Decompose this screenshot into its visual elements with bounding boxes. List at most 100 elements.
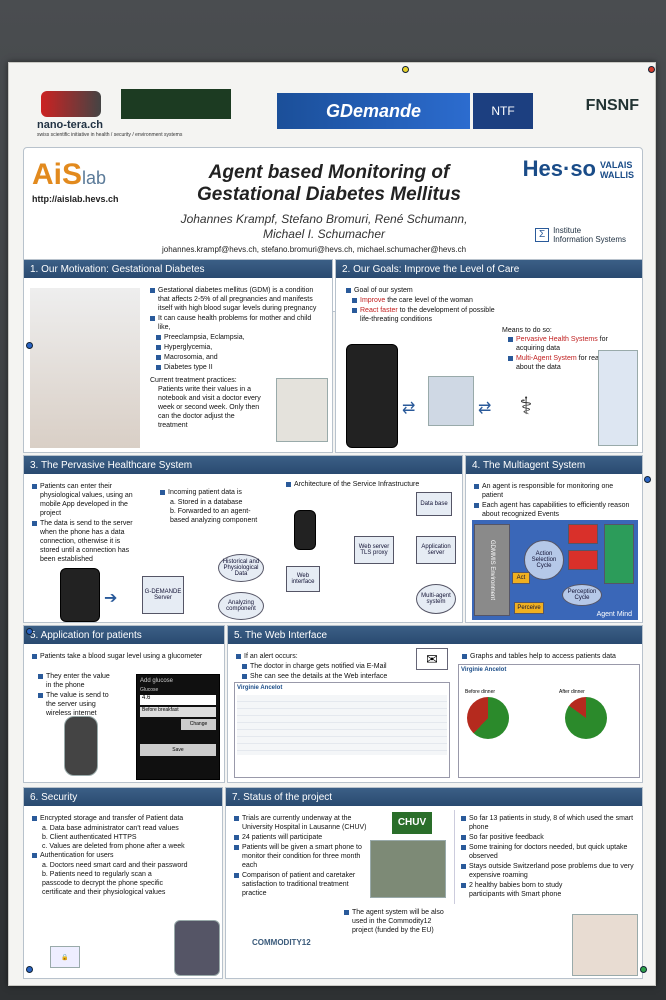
security-point-2b: b. Patients need to regularly scan a pas… xyxy=(42,871,166,896)
gdemande-title: GDemande xyxy=(277,93,470,129)
pervasive-point-1: Patients can enter their physiological v… xyxy=(32,482,140,518)
section-web: 5. The Web Interface If an alert occurs:… xyxy=(227,625,643,783)
sigma-icon: Σ xyxy=(535,228,550,242)
phone-scan-image xyxy=(174,920,220,976)
result-5: 2 healthy babies born to study participa… xyxy=(461,881,571,899)
act-label: Act xyxy=(512,572,530,584)
pie-after-label: After dinner xyxy=(559,689,585,695)
ntf-label: NTF xyxy=(473,93,533,129)
complication-2: Hyperglycemia, xyxy=(150,343,324,352)
goal-1: Improve the care level of the woman xyxy=(346,296,504,305)
section-multiagent-title: 4. The Multiagent System xyxy=(466,456,642,474)
motivation-point-1: Gestational diabetes mellitus (GDM) is a… xyxy=(150,286,324,313)
section-security-title: 6. Security xyxy=(24,788,222,806)
pervasive-point-3: Incoming patient data is xyxy=(160,488,268,497)
hesso-wallis: WALLIS xyxy=(600,170,634,181)
app-screenshot: Add glucose Glucose 4.6 Before breakfast… xyxy=(136,674,220,780)
goal-heading: Goal of our system xyxy=(346,286,504,295)
status-point-5: The agent system will be also used in th… xyxy=(344,908,444,935)
result-1: So far 13 patients in study, 8 of which … xyxy=(461,814,634,832)
ais-text: AiS xyxy=(32,158,83,191)
status-point-2: 24 patients will participate xyxy=(234,833,372,842)
alerts-screenshot: Virginie Ancelot xyxy=(234,682,450,778)
section-status: 7. Status of the project Trials are curr… xyxy=(225,787,643,979)
multiagent-point-2: Each agent has capabilities to efficient… xyxy=(474,501,636,519)
institute-line-1: Institute xyxy=(553,226,582,235)
web-point-1a: The doctor in charge gets notified via E… xyxy=(236,662,414,671)
hesso-text: Hes·so xyxy=(522,156,596,181)
status-point-1: Trials are currently underway at the Uni… xyxy=(234,814,372,832)
doctor-image xyxy=(598,350,638,446)
security-point-1c: c. Values are deleted from phone after a… xyxy=(42,843,185,850)
pin-icon xyxy=(648,66,655,73)
status-point-3: Patients will be given a smart phone to … xyxy=(234,843,372,870)
goal-1-highlight: Improve xyxy=(360,297,386,304)
alerts-table xyxy=(237,695,447,755)
security-point-2: Authentication for users xyxy=(32,851,216,860)
title-line-2: Gestational Diabetes Mellitus xyxy=(197,184,461,205)
gdemande-banner: GDemande NTF xyxy=(277,93,533,129)
security-point-1: Encrypted storage and transfer of Patien… xyxy=(32,814,216,823)
authors-line-1: Johannes Krampf, Stefano Bromuri, René S… xyxy=(180,212,468,226)
section-web-title: 5. The Web Interface xyxy=(228,626,642,644)
section-goals: 2. Our Goals: Improve the Level of Care … xyxy=(335,259,643,453)
title-line-1: Agent based Monitoring of xyxy=(208,162,450,183)
section-motivation-title: 1. Our Motivation: Gestational Diabetes xyxy=(24,260,332,278)
pin-icon xyxy=(644,476,651,483)
mothers-photo xyxy=(30,288,140,448)
action-selection-cycle: Action Selection Cycle xyxy=(524,540,564,580)
add-glucose-title: Add glucose xyxy=(140,678,174,684)
computer-image xyxy=(428,376,474,426)
means-1: Pervasive Health Systems for acquiring d… xyxy=(502,335,630,353)
perception-cycle: Perception Cycle xyxy=(562,584,602,606)
meal-select[interactable]: Before breakfast xyxy=(140,707,216,717)
poster-title: Agent based Monitoring of Gestational Di… xyxy=(164,162,494,206)
commodity-logo: COMMODITY12 xyxy=(252,938,311,947)
glucose-label: Glucose xyxy=(140,687,159,693)
pervasive-point-2: The data is send to the server when the … xyxy=(32,519,140,564)
pin-icon xyxy=(26,342,33,349)
phone-app-image xyxy=(60,568,100,622)
nanotera-logo: nano-tera.ch swiss scientific initiative… xyxy=(31,89,241,139)
fnsnf-logo: FNSNF xyxy=(585,97,639,114)
section-motivation: 1. Our Motivation: Gestational Diabetes … xyxy=(23,259,333,453)
goal-2: React faster to the development of possi… xyxy=(346,306,504,324)
change-button[interactable]: Change xyxy=(181,719,216,730)
arch-phone-image xyxy=(294,510,316,550)
section-pervasive: 3. The Pervasive Healthcare System Patie… xyxy=(23,455,463,623)
stethoscope-icon: ⚕ xyxy=(519,392,533,420)
graphs-patient-name: Virginie Ancelot xyxy=(461,667,507,673)
title-box: AiSlab http://aislab.hevs.ch Agent based… xyxy=(23,147,643,312)
rules-block-2 xyxy=(568,550,598,570)
section-pervasive-title: 3. The Pervasive Healthcare System xyxy=(24,456,462,474)
authors: Johannes Krampf, Stefano Bromuri, René S… xyxy=(144,212,504,242)
agent-diagram: GDMMIS Environment Action Selection Cycl… xyxy=(472,520,638,620)
author-emails: johannes.krampf@hevs.ch, stefano.bromuri… xyxy=(161,245,467,254)
aislab-logo: AiSlab http://aislab.hevs.ch xyxy=(32,158,119,204)
hospital-aerial-photo xyxy=(370,840,446,898)
app-point-2: They enter the value in the phone xyxy=(32,672,110,690)
complication-3: Macrosomia, and xyxy=(150,353,324,362)
analyzing-component-node: Analyzing component xyxy=(218,592,264,620)
glucose-input[interactable]: 4.6 xyxy=(140,695,216,705)
pervasive-point-3b: b. Forwarded to an agent-based analyzing… xyxy=(170,508,258,524)
notebook-photo xyxy=(276,378,328,442)
arrow-icon: ⇄ xyxy=(402,400,416,417)
graphs-heading: Graphs and tables help to access patient… xyxy=(462,652,636,661)
motivation-point-2: It can cause health problems for mother … xyxy=(150,314,324,332)
save-button[interactable]: Save xyxy=(140,744,216,756)
web-server-node: Web server TLS proxy xyxy=(354,536,394,564)
result-3: Some training for doctors needed, but qu… xyxy=(461,843,634,861)
multiagent-point-1: An agent is responsible for monitoring o… xyxy=(474,482,636,500)
web-point-1: If an alert occurs: xyxy=(236,652,414,661)
email-icon: ✉ xyxy=(416,648,448,670)
security-point-1b: b. Client authenticated HTTPS xyxy=(42,834,137,841)
section-goals-title: 2. Our Goals: Improve the Level of Care xyxy=(336,260,642,278)
nanotera-icon xyxy=(41,91,101,117)
web-point-1b: She can see the details at the Web inter… xyxy=(236,672,414,681)
header-logos: nano-tera.ch swiss scientific initiative… xyxy=(19,85,647,143)
section-status-title: 7. Status of the project xyxy=(226,788,642,806)
application-server-node: Application server xyxy=(416,536,456,564)
